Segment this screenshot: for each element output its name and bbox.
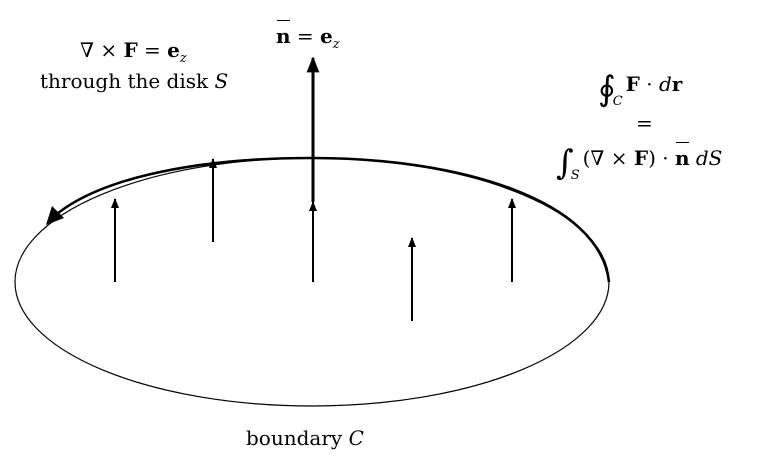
- orientation-arc: [47, 156, 611, 283]
- surface-integral-label: ∫S(∇ × F) · n dS: [556, 142, 723, 183]
- curl-label-line2: through the disk S: [40, 69, 229, 93]
- line-integral-label: ∮CF · dr: [598, 69, 683, 109]
- boundary-label: boundary C: [246, 426, 364, 450]
- n-hat-symbol: n: [276, 20, 291, 48]
- equals-sign: =: [636, 111, 653, 135]
- orientation-arrowhead: [46, 206, 64, 225]
- normal-label: n = ez: [276, 20, 340, 52]
- curl-label-line1: ∇ × F = ez: [80, 38, 187, 66]
